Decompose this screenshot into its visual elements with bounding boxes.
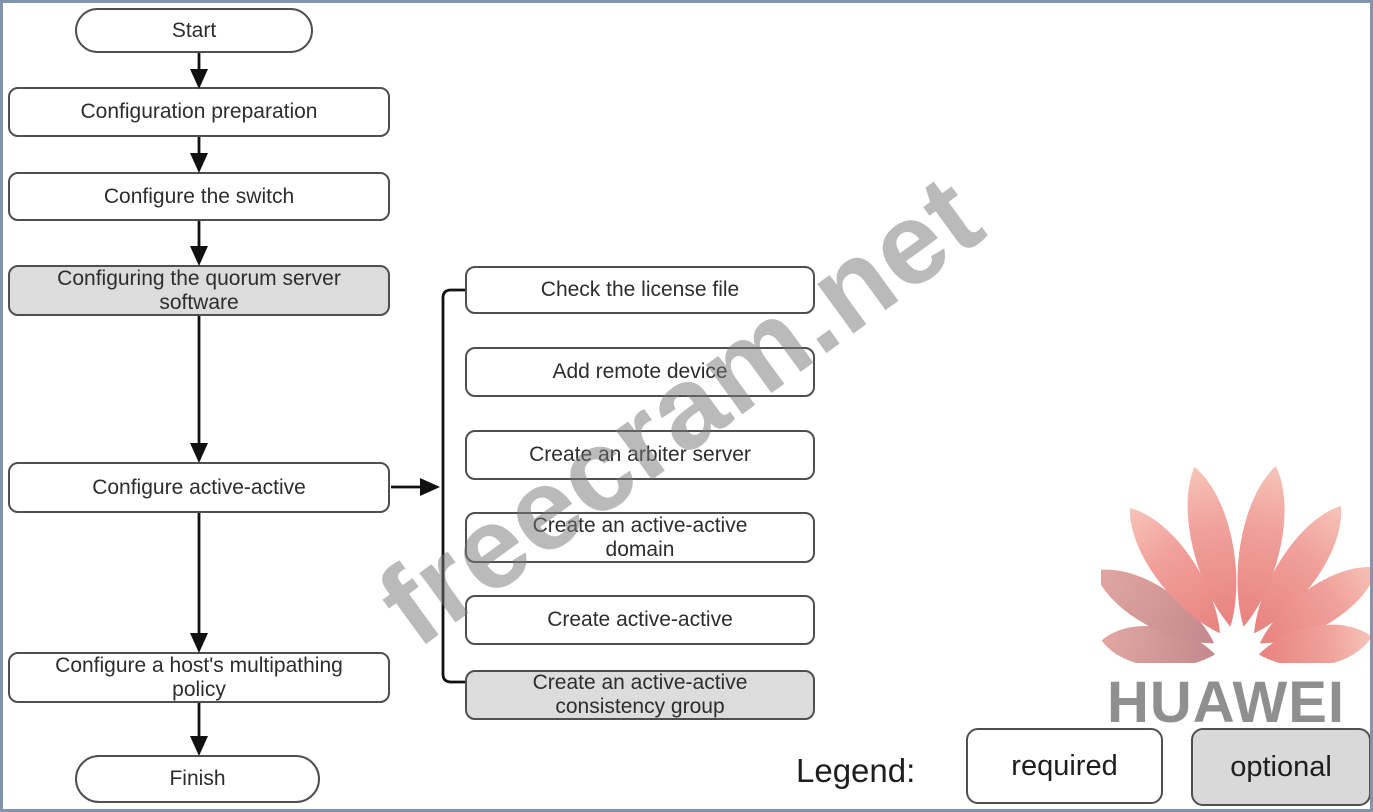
- huawei-flower-icon: [1101, 466, 1370, 663]
- flow-node-create-active-active-consistency-group: Create an active-active consistency grou…: [465, 670, 815, 720]
- flow-node-create-arbiter-server: Create an arbiter server: [465, 430, 815, 480]
- flow-node-start: Start: [75, 8, 313, 53]
- flow-node-configure-active-active: Configure active-active: [8, 462, 390, 513]
- substeps-bracket: [441, 288, 465, 684]
- flow-node-check-license-file: Check the license file: [465, 266, 815, 314]
- flow-node-configuring-quorum-server-software: Configuring the quorum server software: [8, 265, 390, 316]
- flow-node-configuration-preparation: Configuration preparation: [8, 87, 390, 137]
- flow-node-create-active-active: Create active-active: [465, 595, 815, 645]
- watermark-text: freecram.net: [355, 149, 1005, 671]
- legend-item-required: required: [966, 728, 1163, 804]
- flow-node-finish: Finish: [75, 755, 320, 803]
- flow-node-configure-the-switch: Configure the switch: [8, 172, 390, 221]
- legend-item-optional: optional: [1191, 728, 1370, 806]
- legend-label: Legend:: [796, 752, 916, 789]
- flow-node-create-active-active-domain: Create an active-active domain: [465, 512, 815, 563]
- flow-node-configure-host-multipathing-policy: Configure a host's multipathing policy: [8, 652, 390, 703]
- huawei-wordmark: HUAWEI: [1107, 670, 1345, 735]
- flow-node-add-remote-device: Add remote device: [465, 347, 815, 397]
